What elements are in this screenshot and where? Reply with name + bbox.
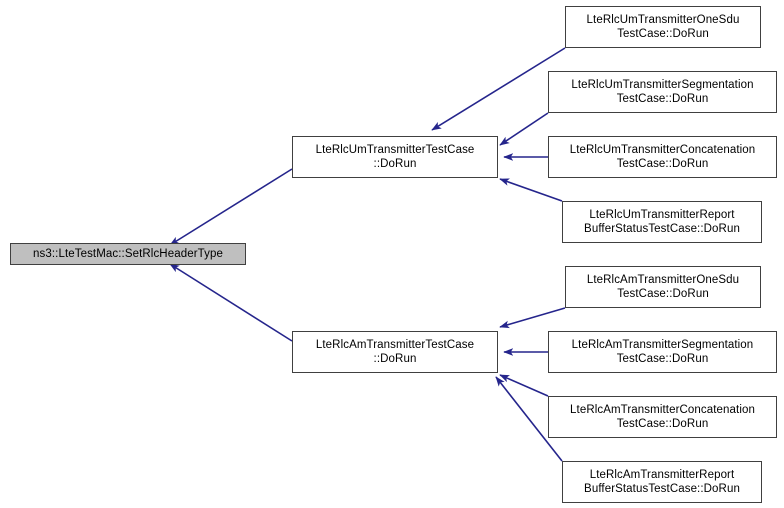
node-lte-rlc-am-transmitter-test-case-dorun[interactable]: LteRlcAmTransmitterTestCase ::DoRun: [292, 331, 498, 373]
edge-um-report-to-um-testcase[interactable]: [499, 178, 563, 202]
node-lte-rlc-um-transmitter-concatenation-test-case-dorun[interactable]: LteRlcUmTransmitterConcatenation TestCas…: [548, 136, 777, 178]
node-label: LteRlcUmTransmitterOneSdu TestCase::DoRu…: [586, 14, 740, 40]
node-lte-rlc-um-transmitter-segmentation-test-case-dorun[interactable]: LteRlcUmTransmitterSegmentation TestCase…: [548, 71, 777, 113]
edge-group: [169, 47, 566, 462]
node-lte-rlc-um-transmitter-report-buffer-status-test-case-dorun[interactable]: LteRlcUmTransmitterReport BufferStatusTe…: [562, 201, 762, 243]
node-label: LteRlcAmTransmitterConcatenation TestCas…: [570, 404, 755, 430]
node-lte-rlc-am-transmitter-report-buffer-status-test-case-dorun[interactable]: LteRlcAmTransmitterReport BufferStatusTe…: [562, 461, 762, 503]
edge-am-testcase-to-root[interactable]: [169, 263, 293, 342]
edge-am-report-to-am-testcase[interactable]: [495, 376, 563, 462]
node-label: LteRlcUmTransmitterSegmentation TestCase…: [571, 79, 754, 105]
node-label: LteRlcAmTransmitterSegmentation TestCase…: [571, 339, 754, 365]
node-label: LteRlcUmTransmitterTestCase ::DoRun: [315, 144, 475, 170]
node-label: LteRlcAmTransmitterOneSdu TestCase::DoRu…: [586, 274, 740, 300]
edge-am-concatenation-to-am-testcase[interactable]: [499, 374, 549, 397]
node-label: LteRlcAmTransmitterTestCase ::DoRun: [315, 339, 475, 365]
node-lte-rlc-am-transmitter-one-sdu-test-case-dorun[interactable]: LteRlcAmTransmitterOneSdu TestCase::DoRu…: [565, 266, 761, 308]
edge-um-onesdu-to-um-testcase[interactable]: [431, 47, 566, 131]
node-lte-rlc-am-transmitter-segmentation-test-case-dorun[interactable]: LteRlcAmTransmitterSegmentation TestCase…: [548, 331, 777, 373]
edge-um-segmentation-to-um-testcase[interactable]: [499, 112, 549, 146]
node-label: LteRlcAmTransmitterReport BufferStatusTe…: [584, 469, 740, 495]
node-lte-rlc-um-transmitter-one-sdu-test-case-dorun[interactable]: LteRlcUmTransmitterOneSdu TestCase::DoRu…: [565, 6, 761, 48]
edge-um-testcase-to-root[interactable]: [169, 168, 293, 246]
node-label: ns3::LteTestMac::SetRlcHeaderType: [33, 248, 223, 260]
node-lte-rlc-am-transmitter-concatenation-test-case-dorun[interactable]: LteRlcAmTransmitterConcatenation TestCas…: [548, 396, 777, 438]
node-label: LteRlcUmTransmitterConcatenation TestCas…: [569, 144, 756, 170]
node-set-rlc-header-type[interactable]: ns3::LteTestMac::SetRlcHeaderType: [10, 243, 246, 265]
node-lte-rlc-um-transmitter-test-case-dorun[interactable]: LteRlcUmTransmitterTestCase ::DoRun: [292, 136, 498, 178]
node-label: LteRlcUmTransmitterReport BufferStatusTe…: [584, 209, 740, 235]
edge-am-onesdu-to-am-testcase[interactable]: [499, 307, 566, 329]
